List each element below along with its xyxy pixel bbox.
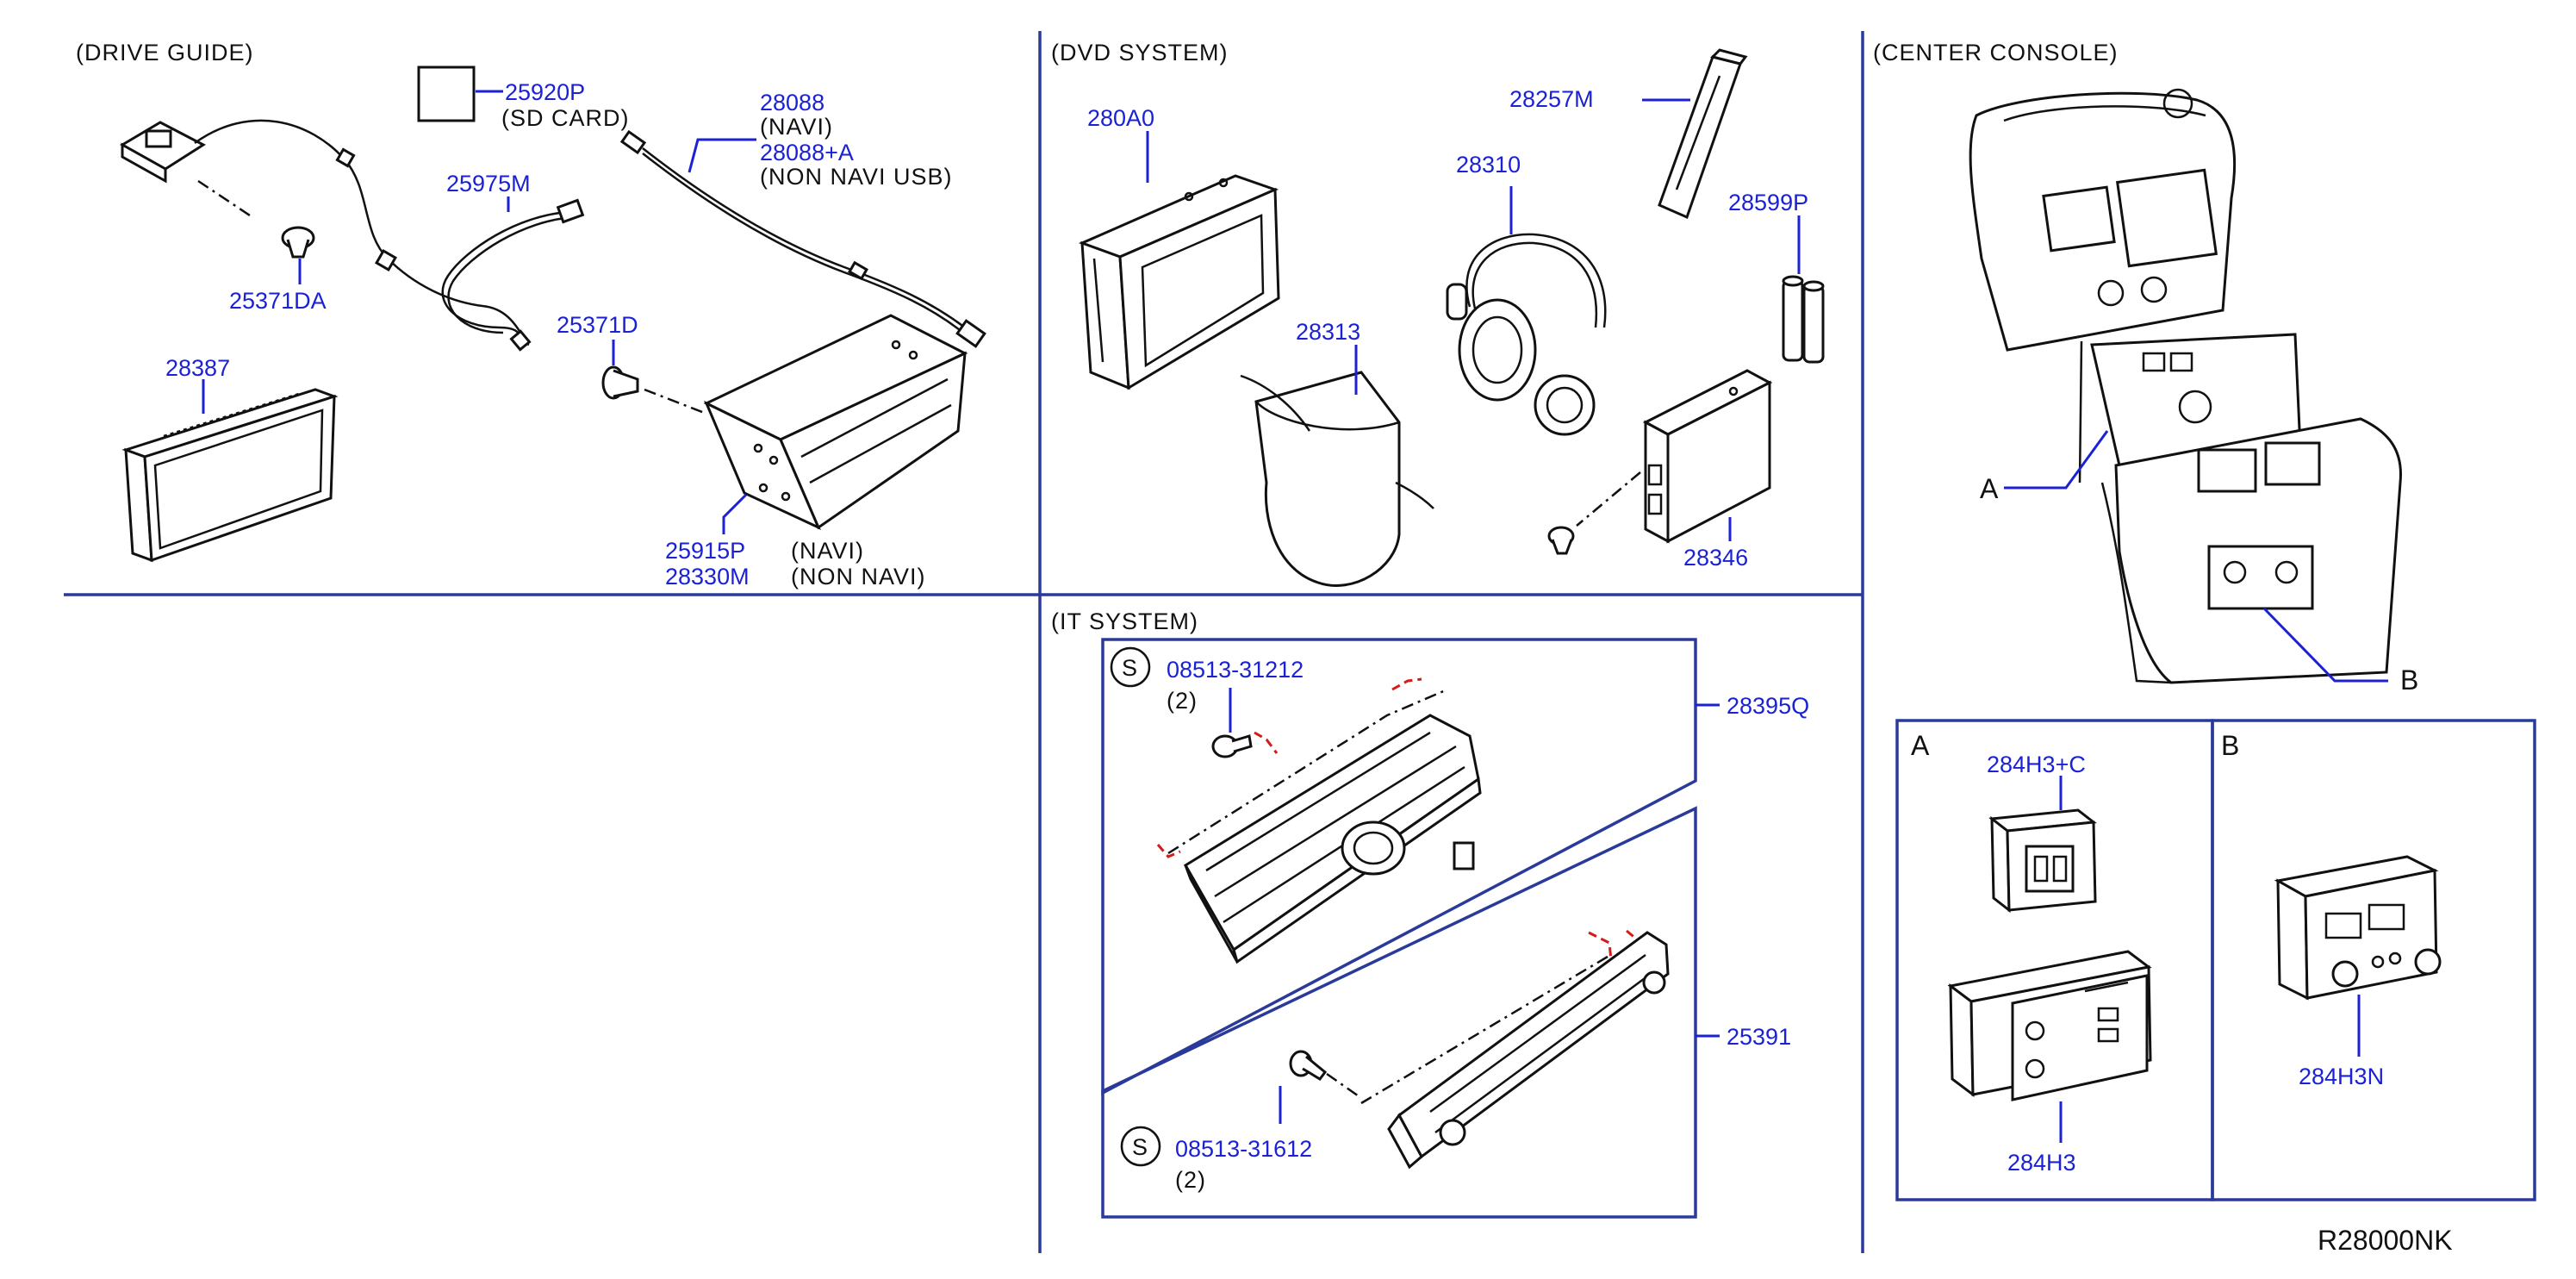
screw-1-drawing <box>1211 734 1253 758</box>
leader-callout-b <box>2262 607 2388 683</box>
part-number-28310: 28310 <box>1456 152 1521 178</box>
center-console-drawing <box>1969 88 2403 684</box>
batteries-drawing <box>1782 275 1825 364</box>
section-header-dvd-system: (DVD SYSTEM) <box>1051 40 1229 66</box>
section-header-center-console: (CENTER CONSOLE) <box>1873 40 2119 66</box>
it-frame-25391 <box>1101 806 1697 1219</box>
part-number-280a0: 280A0 <box>1087 105 1154 131</box>
leader-28088 <box>688 138 756 173</box>
detail-box-a <box>1895 719 2214 1201</box>
part-number-28395q: 28395Q <box>1727 693 1809 719</box>
part-number-28313: 28313 <box>1296 319 1360 345</box>
clip-25371d-drawing <box>601 365 707 415</box>
sd-card-drawing <box>417 66 476 122</box>
part-number-28599p: 28599P <box>1728 190 1808 215</box>
part-number-284h3c: 284H3+C <box>1987 752 2086 777</box>
note-navi-2: (NAVI) <box>791 538 864 564</box>
usb-socket-drawing <box>1988 808 2097 914</box>
display-28387-drawing <box>121 388 339 563</box>
screw-symbol-1 <box>1110 646 1151 688</box>
detail-label-b: B <box>2221 730 2239 761</box>
screw-part-number-1: 08513-31212 <box>1167 657 1304 683</box>
screw-quantity-2: (2) <box>1175 1167 1206 1193</box>
part-number-28088: 28088 <box>760 90 824 115</box>
screw-symbol-1-letter: S <box>1122 655 1138 681</box>
it-frame-28395q <box>1101 638 1697 1095</box>
finisher-25391-drawing <box>1360 929 1670 1170</box>
screw-quantity-1: (2) <box>1167 688 1198 714</box>
screw-2-drawing <box>1289 1050 1362 1100</box>
leader-callout-a <box>2004 430 2109 490</box>
part-number-28330m: 28330M <box>665 564 750 590</box>
note-navi: (NAVI) <box>760 114 833 140</box>
dvd-monitor-drawing <box>1078 174 1280 390</box>
part-number-284h3n: 284H3N <box>2299 1064 2384 1089</box>
part-number-25975m: 25975M <box>446 171 531 197</box>
note-non-navi-usb: (NON NAVI USB) <box>760 164 953 190</box>
remote-control-drawing <box>1658 48 1748 220</box>
control-panel-28395q-drawing <box>1156 677 1482 964</box>
part-number-25371da: 25371DA <box>229 288 327 314</box>
detail-box-b <box>2211 719 2536 1201</box>
section-header-it-system: (IT SYSTEM) <box>1051 608 1198 634</box>
callout-b: B <box>2400 664 2418 696</box>
part-number-28387: 28387 <box>165 355 230 381</box>
part-number-28257m: 28257M <box>1509 86 1594 112</box>
screw-part-number-2: 08513-31612 <box>1175 1136 1312 1162</box>
part-number-25915p: 25915P <box>665 538 745 564</box>
antenna-cable-drawing <box>441 198 585 352</box>
part-number-25920p: 25920P <box>505 79 585 105</box>
part-number-28346: 28346 <box>1683 545 1748 571</box>
screw-symbol-2-letter: S <box>1132 1134 1148 1160</box>
av-input-socket-drawing <box>1947 950 2152 1101</box>
callout-a: A <box>1980 473 1999 504</box>
screw-symbol-2 <box>1120 1126 1161 1167</box>
part-number-284h3: 284H3 <box>2007 1150 2076 1176</box>
part-number-25391: 25391 <box>1727 1024 1791 1050</box>
diagram-code: R28000NK <box>2318 1225 2453 1256</box>
usb-cable-drawing <box>619 129 986 348</box>
wireless-headphones-drawing <box>1446 233 1607 436</box>
rear-av-module-drawing <box>2274 855 2442 1001</box>
gps-antenna-drawing <box>119 119 529 344</box>
part-number-28088-a: 28088+A <box>760 140 854 165</box>
note-sd-card: (SD CARD) <box>501 105 630 131</box>
dvd-module-drawing <box>1547 369 1773 555</box>
navigation-unit-drawing <box>703 314 968 531</box>
part-number-25371d: 25371D <box>557 312 638 338</box>
detail-label-a: A <box>1911 730 1930 761</box>
leader-25915p <box>722 493 748 534</box>
headphone-bag-drawing <box>1240 371 1434 587</box>
section-header-drive-guide: (DRIVE GUIDE) <box>76 40 254 66</box>
note-non-navi: (NON NAVI) <box>791 564 926 590</box>
